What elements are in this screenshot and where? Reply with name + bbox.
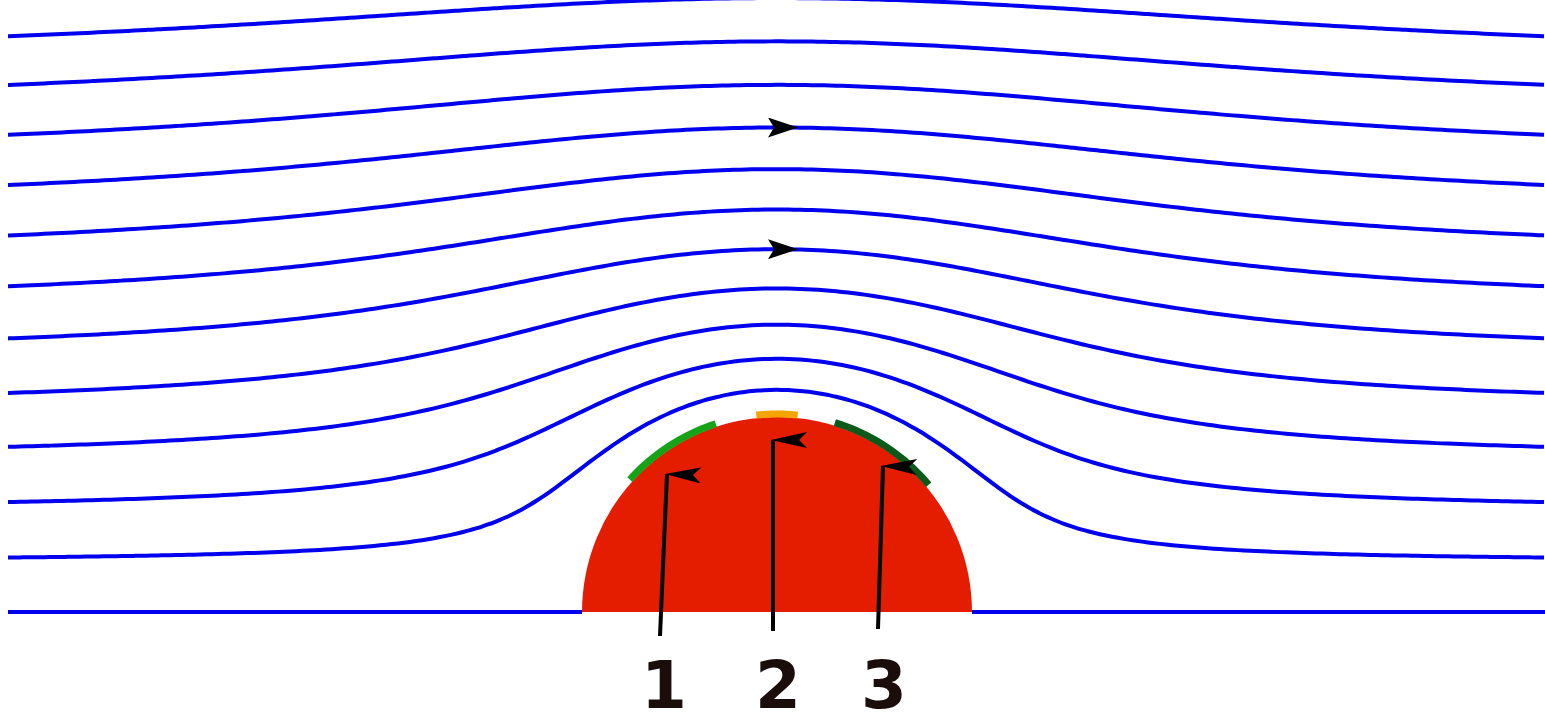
flow-arrowhead (765, 249, 783, 250)
bump-body (582, 417, 972, 612)
surface-segment (630, 424, 716, 480)
callout-number: 3 (861, 650, 907, 722)
callout-number: 1 (641, 650, 687, 722)
streamline-group (8, 0, 1545, 612)
streamline (8, 41, 1544, 85)
surface-segment (756, 414, 797, 415)
streamline (8, 288, 1544, 392)
leader-lines (660, 440, 883, 636)
streamline (8, 610, 582, 614)
streamline (8, 0, 1544, 36)
streamline (972, 610, 1545, 614)
callout-number: 2 (755, 650, 801, 722)
leader-line (771, 440, 775, 631)
flow-arrowhead (765, 127, 783, 128)
streamline (8, 169, 1544, 235)
streamline (8, 128, 1544, 185)
leader-line (878, 466, 883, 629)
leader-line (660, 474, 667, 636)
